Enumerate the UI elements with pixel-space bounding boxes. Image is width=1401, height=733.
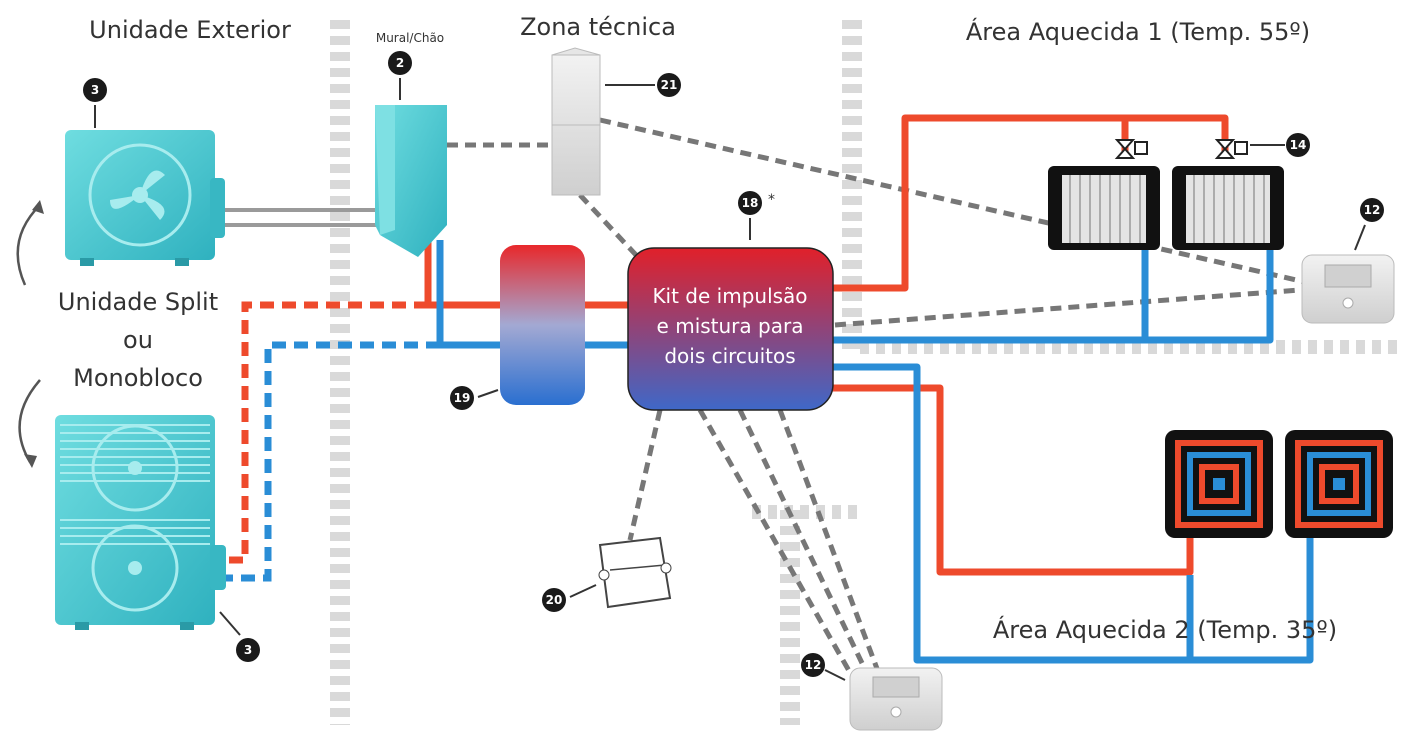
valve-1 — [1114, 139, 1148, 159]
cold-pipes-dashed — [225, 341, 440, 582]
junction-box — [598, 536, 672, 609]
thermostat-1 — [1301, 254, 1395, 324]
svg-text:12: 12 — [1364, 203, 1381, 217]
label-split-2: ou — [123, 326, 153, 354]
marker-18: 18 — [738, 191, 762, 215]
outdoor-unit-split — [65, 130, 225, 266]
svg-text:3: 3 — [244, 643, 252, 657]
arrow-down-icon — [24, 454, 37, 468]
valve-2 — [1214, 139, 1248, 159]
hot-pipes-dashed — [225, 301, 428, 564]
mixing-kit — [627, 247, 834, 411]
label-split-3: Monobloco — [73, 364, 203, 392]
svg-text:21: 21 — [661, 78, 678, 92]
indoor-unit — [375, 105, 447, 257]
marker-20: 20 — [542, 588, 566, 612]
svg-text:20: 20 — [546, 593, 563, 607]
svg-text:2: 2 — [396, 56, 404, 70]
label-split-1: Unidade Split — [58, 288, 218, 316]
buffer-tank — [500, 245, 585, 405]
radiator-1 — [1048, 166, 1160, 250]
kit-line-1: Kit de impulsão — [652, 284, 807, 308]
refrigerant-pipes — [218, 208, 385, 227]
svg-text:18: 18 — [742, 196, 759, 210]
swap-arrows — [16, 204, 41, 463]
dhw-tank — [551, 47, 601, 196]
kit-line-3: dois circuitos — [664, 344, 795, 368]
marker-12-bottom: 12 — [801, 653, 825, 677]
asterisk-note: * — [768, 192, 775, 208]
floor-heating-2 — [1285, 430, 1393, 538]
label-wall-floor: Mural/Chão — [376, 31, 444, 45]
marker-2: 2 — [388, 51, 412, 75]
svg-text:19: 19 — [454, 391, 471, 405]
marker-14: 14 — [1286, 133, 1310, 157]
svg-text:3: 3 — [91, 83, 99, 97]
marker-3-top: 3 — [83, 78, 107, 102]
arrow-up-icon — [32, 200, 44, 214]
label-technical-zone: Zona técnica — [520, 13, 676, 41]
control-links — [447, 117, 1319, 692]
marker-19: 19 — [450, 386, 474, 410]
marker-3-bottom: 3 — [236, 638, 260, 662]
label-area-1: Área Aquecida 1 (Temp. 55º) — [966, 17, 1310, 46]
pointer-arrows — [94, 78, 1366, 681]
svg-text:12: 12 — [805, 658, 822, 672]
svg-text:14: 14 — [1290, 138, 1307, 152]
label-outdoor-unit: Unidade Exterior — [89, 16, 291, 44]
wall-stripes — [330, 20, 862, 725]
radiator-2 — [1172, 166, 1284, 250]
outdoor-unit-monobloc — [55, 415, 226, 630]
floor-heating-1 — [1165, 430, 1273, 538]
kit-line-2: e mistura para — [657, 314, 804, 338]
marker-21: 21 — [657, 73, 681, 97]
label-area-2: Área Aquecida 2 (Temp. 35º) — [993, 615, 1337, 644]
marker-12-top: 12 — [1360, 198, 1384, 222]
thermostat-2 — [849, 667, 943, 731]
